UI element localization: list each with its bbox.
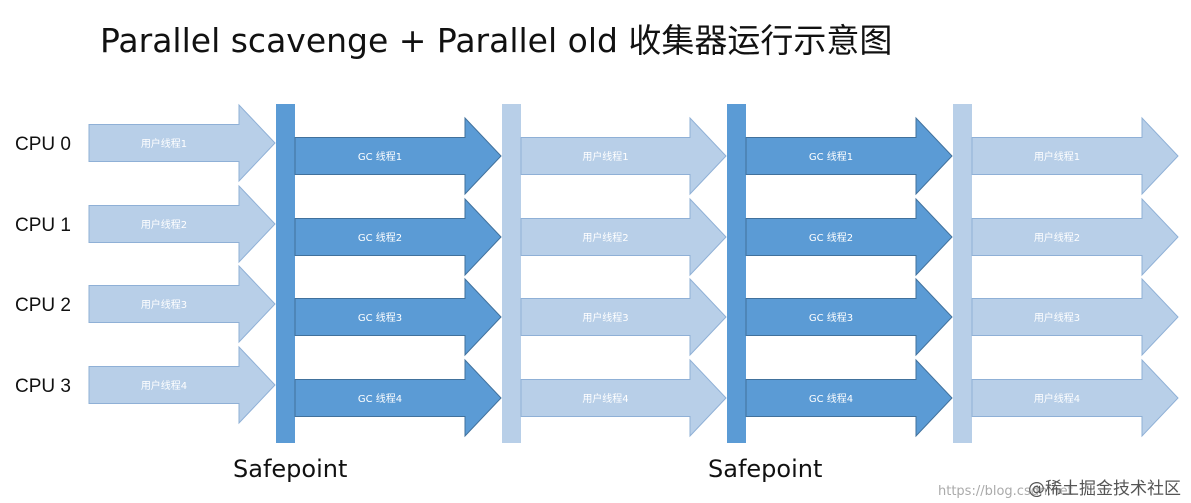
gc-thread-label: GC 线程4 bbox=[358, 392, 402, 405]
gc-thread-label: GC 线程1 bbox=[809, 150, 853, 163]
gc-thread-label: GC 线程2 bbox=[809, 231, 853, 244]
gc-thread-label: GC 线程3 bbox=[809, 311, 853, 324]
watermark-url: https://blog.csdn.net bbox=[938, 484, 1073, 499]
user-thread-arrow bbox=[971, 116, 1179, 196]
watermark-brand: @稀土掘金技术社区 bbox=[1028, 479, 1181, 499]
safepoint-label: Safepoint bbox=[233, 455, 347, 483]
gc-thread-label: GC 线程1 bbox=[358, 150, 402, 163]
safepoint-bar bbox=[276, 104, 295, 443]
gc-thread-arrow bbox=[745, 358, 953, 438]
user-thread-label: 用户线程4 bbox=[582, 392, 628, 405]
user-thread-label: 用户线程2 bbox=[141, 218, 187, 231]
user-thread-arrow bbox=[971, 277, 1179, 357]
user-thread-arrow bbox=[520, 358, 727, 438]
user-thread-arrow bbox=[520, 116, 727, 196]
user-thread-arrow bbox=[971, 358, 1179, 438]
safepoint-bars bbox=[276, 104, 972, 443]
safepoint-label: Safepoint bbox=[708, 455, 822, 483]
user-thread-label: 用户线程1 bbox=[582, 150, 628, 163]
gc-thread-arrow bbox=[745, 197, 953, 277]
gc-thread-arrow bbox=[745, 116, 953, 196]
cpu-label: CPU 3 bbox=[15, 376, 71, 397]
user-thread-label: 用户线程2 bbox=[1034, 231, 1080, 244]
safepoint-labels: Safepoint Safepoint bbox=[233, 455, 822, 483]
user-thread-label: 用户线程4 bbox=[141, 379, 187, 392]
diagram-title: Parallel scavenge + Parallel old 收集器运行示意… bbox=[100, 21, 893, 60]
gc-thread-arrow bbox=[294, 358, 502, 438]
user-thread-arrow bbox=[88, 184, 276, 264]
gc-thread-arrow bbox=[294, 277, 502, 357]
gc-thread-label: GC 线程4 bbox=[809, 392, 853, 405]
cpu-label: CPU 0 bbox=[15, 134, 71, 155]
gc-thread-arrow bbox=[294, 116, 502, 196]
safepoint-bar bbox=[502, 104, 521, 443]
user-thread-label: 用户线程1 bbox=[1034, 150, 1080, 163]
safepoint-bar bbox=[727, 104, 746, 443]
user-thread-arrow bbox=[88, 345, 276, 425]
cpu-label: CPU 2 bbox=[15, 295, 71, 316]
user-thread-arrow bbox=[88, 103, 276, 183]
user-thread-label: 用户线程1 bbox=[141, 137, 187, 150]
gc-thread-arrow bbox=[294, 197, 502, 277]
gc-thread-arrow bbox=[745, 277, 953, 357]
user-thread-arrow bbox=[88, 264, 276, 344]
safepoint-bar bbox=[953, 104, 972, 443]
user-thread-arrow bbox=[971, 197, 1179, 277]
user-thread-label: 用户线程4 bbox=[1034, 392, 1080, 405]
cpu-label: CPU 1 bbox=[15, 215, 71, 236]
gc-thread-label: GC 线程3 bbox=[358, 311, 402, 324]
user-thread-label: 用户线程3 bbox=[1034, 311, 1080, 324]
user-thread-label: 用户线程3 bbox=[141, 298, 187, 311]
user-thread-arrow bbox=[520, 197, 727, 277]
user-thread-label: 用户线程2 bbox=[582, 231, 628, 244]
cpu-labels: CPU 0 CPU 1 CPU 2 CPU 3 bbox=[15, 134, 71, 397]
user-thread-arrow bbox=[520, 277, 727, 357]
user-thread-label: 用户线程3 bbox=[582, 311, 628, 324]
gc-thread-label: GC 线程2 bbox=[358, 231, 402, 244]
